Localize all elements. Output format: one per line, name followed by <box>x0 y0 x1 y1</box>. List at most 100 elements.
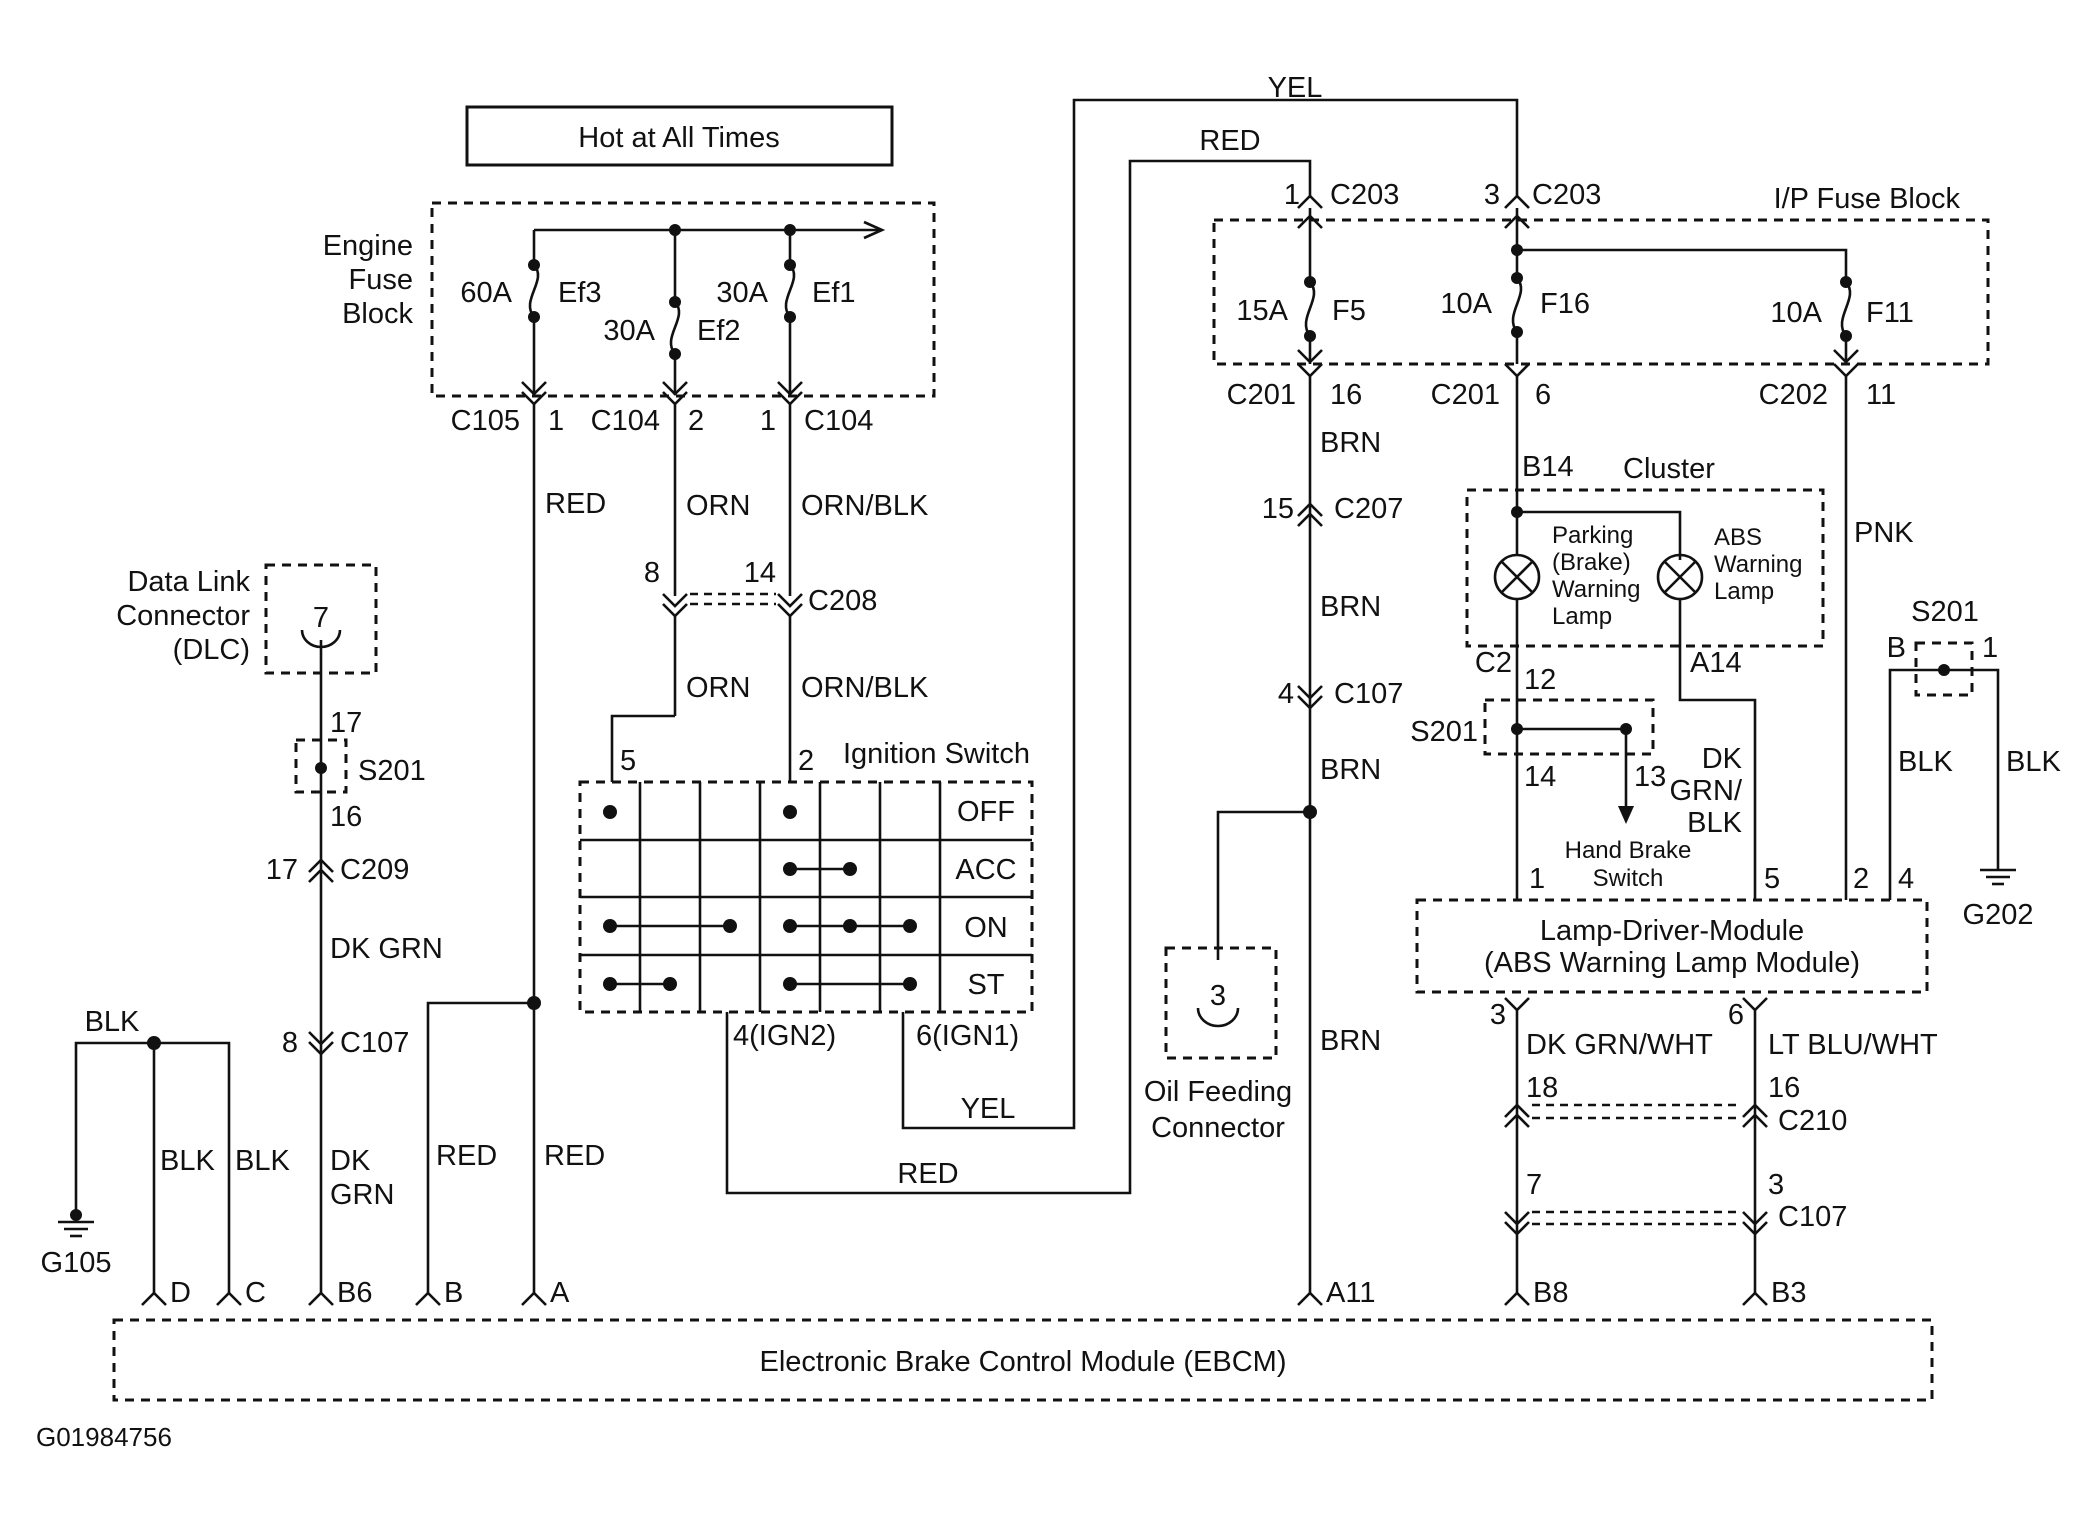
connector-c107-lower: 7 3 C107 <box>1504 1169 1847 1236</box>
svg-text:C201: C201 <box>1227 379 1296 411</box>
svg-text:4: 4 <box>1278 678 1294 710</box>
svg-text:4: 4 <box>1898 863 1914 895</box>
svg-text:C104: C104 <box>804 405 873 437</box>
svg-text:1: 1 <box>548 405 564 437</box>
wire-label-dkgrnblk-1: DK <box>1702 743 1743 775</box>
oil-feeding-connector: 3 Oil Feeding Connector <box>1144 946 1292 1144</box>
svg-text:15A: 15A <box>1236 295 1288 327</box>
wire-label-orn-2: ORN <box>686 672 750 704</box>
fuse-ef1: 30A Ef1 <box>716 259 856 323</box>
ignition-switch: Ignition Switch 5 2 OFF ACC ON ST <box>578 738 1034 1052</box>
svg-text:(ABS Warning Lamp Module): (ABS Warning Lamp Module) <box>1484 947 1860 979</box>
svg-text:11: 11 <box>1866 379 1896 411</box>
svg-text:(DLC): (DLC) <box>173 634 250 666</box>
wire-label-brn-2: BRN <box>1320 591 1381 623</box>
svg-text:Block: Block <box>342 298 413 330</box>
svg-text:6: 6 <box>1535 379 1551 411</box>
svg-text:C107: C107 <box>1778 1201 1847 1233</box>
svg-text:14: 14 <box>744 557 776 589</box>
svg-text:S201: S201 <box>1410 716 1478 748</box>
svg-text:3: 3 <box>1210 980 1226 1012</box>
connector-c104-pin2: C104 2 <box>591 381 704 437</box>
parking-brake-warning-lamp: Parking (Brake) Warning Lamp <box>1493 522 1640 630</box>
svg-text:3: 3 <box>1768 1169 1784 1201</box>
svg-text:S201: S201 <box>1911 596 1979 628</box>
wire-label-orn-1: ORN <box>686 490 750 522</box>
connector-c201-pin16: C201 16 <box>1227 349 1362 411</box>
wire-label-orn-blk-1: ORN/BLK <box>801 490 929 522</box>
svg-text:G202: G202 <box>1963 899 2034 931</box>
wire-label-red-ign2: RED <box>897 1158 958 1190</box>
wire-label-blk-c: BLK <box>235 1145 290 1177</box>
svg-text:C201: C201 <box>1431 379 1500 411</box>
data-link-connector: Data Link Connector (DLC) 7 <box>116 563 378 675</box>
svg-text:18: 18 <box>1526 1072 1558 1104</box>
svg-text:Connector: Connector <box>116 600 250 632</box>
connector-c107-brn: 4 C107 <box>1278 678 1403 710</box>
svg-text:16: 16 <box>1330 379 1362 411</box>
svg-text:C107: C107 <box>340 1027 409 1059</box>
svg-text:2: 2 <box>798 745 814 777</box>
wire-label-dkgrnblk-2: GRN/ <box>1670 775 1743 807</box>
svg-text:1: 1 <box>1982 632 1998 664</box>
wire-label-orn-blk-2: ORN/BLK <box>801 672 929 704</box>
svg-text:Ef3: Ef3 <box>558 277 602 309</box>
hot-at-all-times-box <box>465 105 894 167</box>
svg-text:B8: B8 <box>1533 1277 1568 1309</box>
svg-text:C209: C209 <box>340 854 409 886</box>
svg-text:8: 8 <box>644 557 660 589</box>
splice-s201-left: S201 16 <box>294 738 426 833</box>
svg-text:I/P Fuse Block: I/P Fuse Block <box>1774 183 1961 215</box>
svg-text:14: 14 <box>1524 761 1556 793</box>
splice-s201-right: S201 B 1 <box>1887 596 1998 697</box>
svg-text:C203: C203 <box>1330 179 1399 211</box>
svg-text:13: 13 <box>1634 761 1666 793</box>
svg-text:B: B <box>1887 632 1906 664</box>
connector-c202-pin11: C202 11 <box>1759 349 1896 411</box>
svg-text:Data Link: Data Link <box>127 566 250 598</box>
svg-text:B3: B3 <box>1771 1277 1806 1309</box>
svg-text:G105: G105 <box>41 1247 112 1279</box>
wire-label-red-1: RED <box>545 488 606 520</box>
svg-text:C207: C207 <box>1334 493 1403 525</box>
hand-brake-arrow <box>1618 806 1634 824</box>
wire-label-yel-ign1: YEL <box>961 1093 1016 1125</box>
svg-text:Ef1: Ef1 <box>812 277 856 309</box>
svg-text:16: 16 <box>1768 1072 1800 1104</box>
connector-c203-pin3: 3 C203 <box>1484 179 1601 211</box>
wire-label-yel-top: YEL <box>1268 72 1323 104</box>
svg-text:ABS: ABS <box>1714 524 1762 551</box>
ign-pos-off: OFF <box>957 796 1015 828</box>
svg-text:C: C <box>245 1277 266 1309</box>
svg-text:2: 2 <box>1853 863 1869 895</box>
ground-g202: G202 <box>1963 862 2034 931</box>
svg-text:A11: A11 <box>1326 1277 1375 1309</box>
svg-text:C2: C2 <box>1475 647 1512 679</box>
svg-text:3: 3 <box>1484 179 1500 211</box>
svg-text:F16: F16 <box>1540 288 1590 320</box>
hot-at-all-times-label: Hot at All Times <box>578 122 779 154</box>
connector-c105: C105 1 <box>451 381 564 437</box>
svg-text:1: 1 <box>1284 179 1300 211</box>
wire-label-blk-s201-1: BLK <box>2006 746 2061 778</box>
fuse-ef3: 60A Ef3 <box>460 259 602 323</box>
svg-text:C203: C203 <box>1532 179 1601 211</box>
fuse-f16: 10A F16 <box>1440 272 1590 338</box>
svg-text:Oil Feeding: Oil Feeding <box>1144 1076 1292 1108</box>
wire-label-brn-3: BRN <box>1320 754 1381 786</box>
wire-label-pnk: PNK <box>1854 517 1914 549</box>
svg-text:5: 5 <box>620 745 636 777</box>
engine-fuse-block: Engine Fuse Block 60A Ef3 30A Ef2 <box>323 201 936 398</box>
svg-text:16: 16 <box>330 801 362 833</box>
svg-text:Warning: Warning <box>1714 551 1802 578</box>
wire-label-dkgrnwht: DK GRN/WHT <box>1526 1029 1713 1061</box>
svg-text:Lamp: Lamp <box>1714 578 1774 605</box>
svg-text:B: B <box>444 1277 463 1309</box>
svg-text:Switch: Switch <box>1593 865 1664 892</box>
fuse-f11: 10A F11 <box>1770 276 1914 342</box>
svg-text:C105: C105 <box>451 405 520 437</box>
svg-text:12: 12 <box>1524 664 1556 696</box>
svg-text:2: 2 <box>688 405 704 437</box>
ground-g105: G105 <box>41 1209 112 1279</box>
